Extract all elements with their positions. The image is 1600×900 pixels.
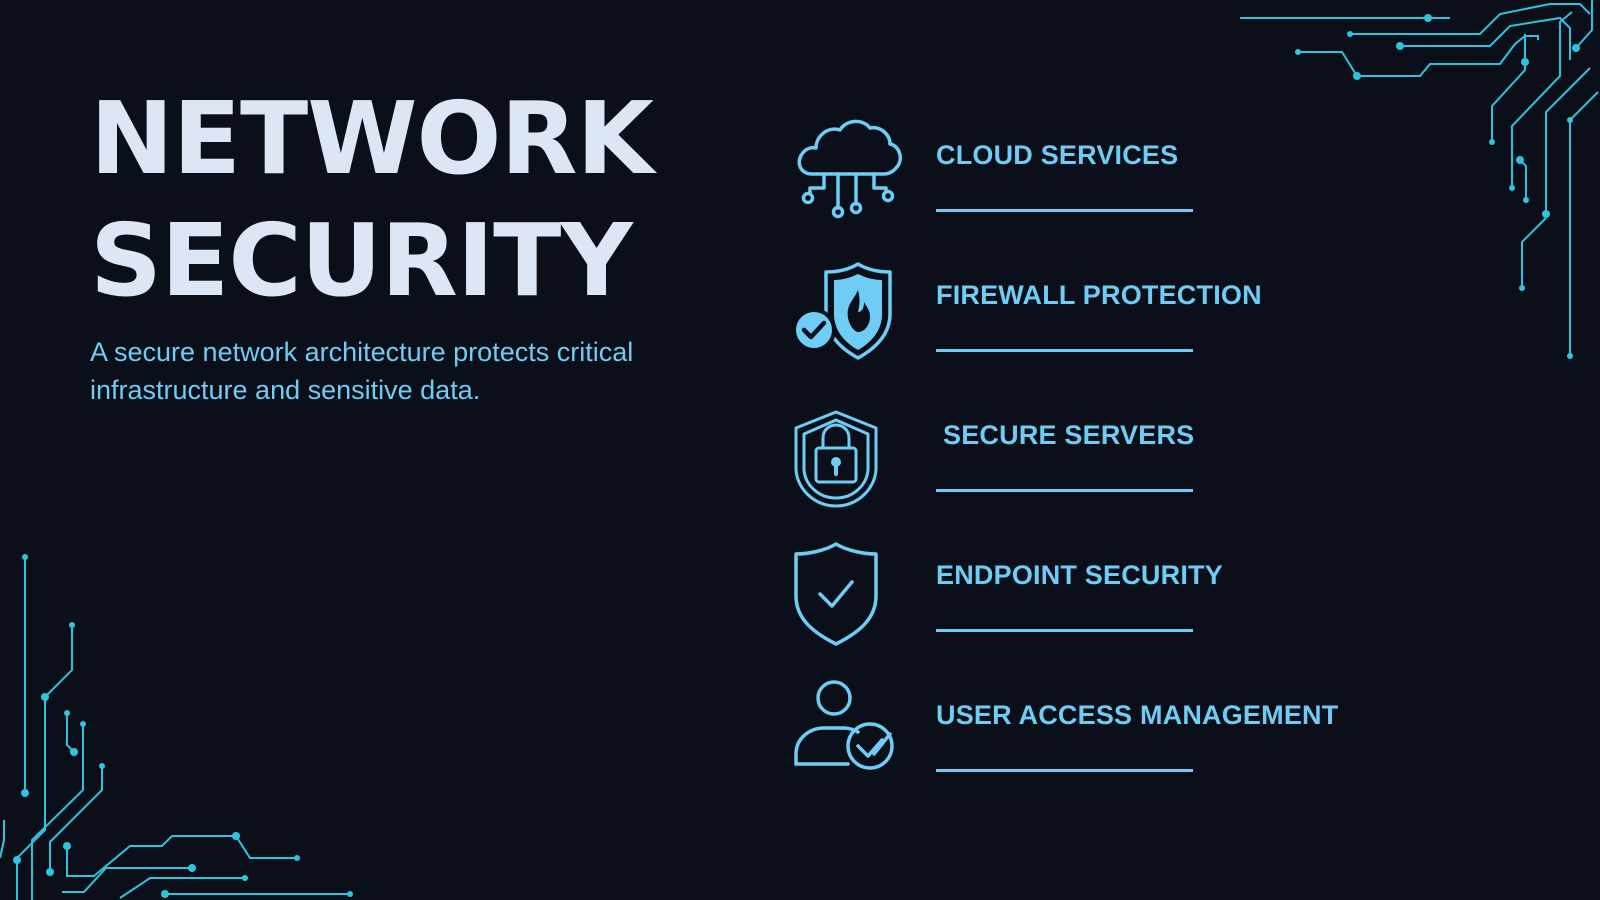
subtitle: A secure network architecture protects c… [90,337,634,405]
divider [936,489,1193,492]
divider [936,349,1193,352]
feature-label-secure-servers: SECURE SERVERS [943,420,1195,450]
title-line-2: SECURITY [90,202,633,319]
title-line-1: NETWORK [90,80,654,197]
feature-firewall-protection: FIREWALL PROTECTION [790,256,1390,376]
feature-label-cloud-services: CLOUD SERVICES [936,140,1179,170]
feature-label-user-access-management: USER ACCESS MANAGEMENT [936,700,1339,730]
check-shield-icon [794,542,878,646]
divider [936,629,1193,632]
feature-label-endpoint-security: ENDPOINT SECURITY [936,560,1223,590]
lock-shield-icon [794,410,878,508]
circuit-decoration-bottom-left [0,554,353,900]
feature-secure-servers: SECURE SERVERS [790,396,1390,516]
page-title: NETWORK SECURITY [90,78,654,322]
feature-cloud-services: CLOUD SERVICES [790,116,1390,236]
feature-user-access-management: USER ACCESS MANAGEMENT [790,676,1390,796]
firewall-shield-icon [792,262,892,360]
cloud-network-icon [797,119,902,219]
divider [936,769,1193,772]
user-check-icon [794,680,894,770]
divider [936,209,1193,212]
feature-endpoint-security: ENDPOINT SECURITY [790,536,1390,656]
feature-label-firewall-protection: FIREWALL PROTECTION [936,280,1262,310]
circuit-decoration-top-right [1240,0,1599,359]
